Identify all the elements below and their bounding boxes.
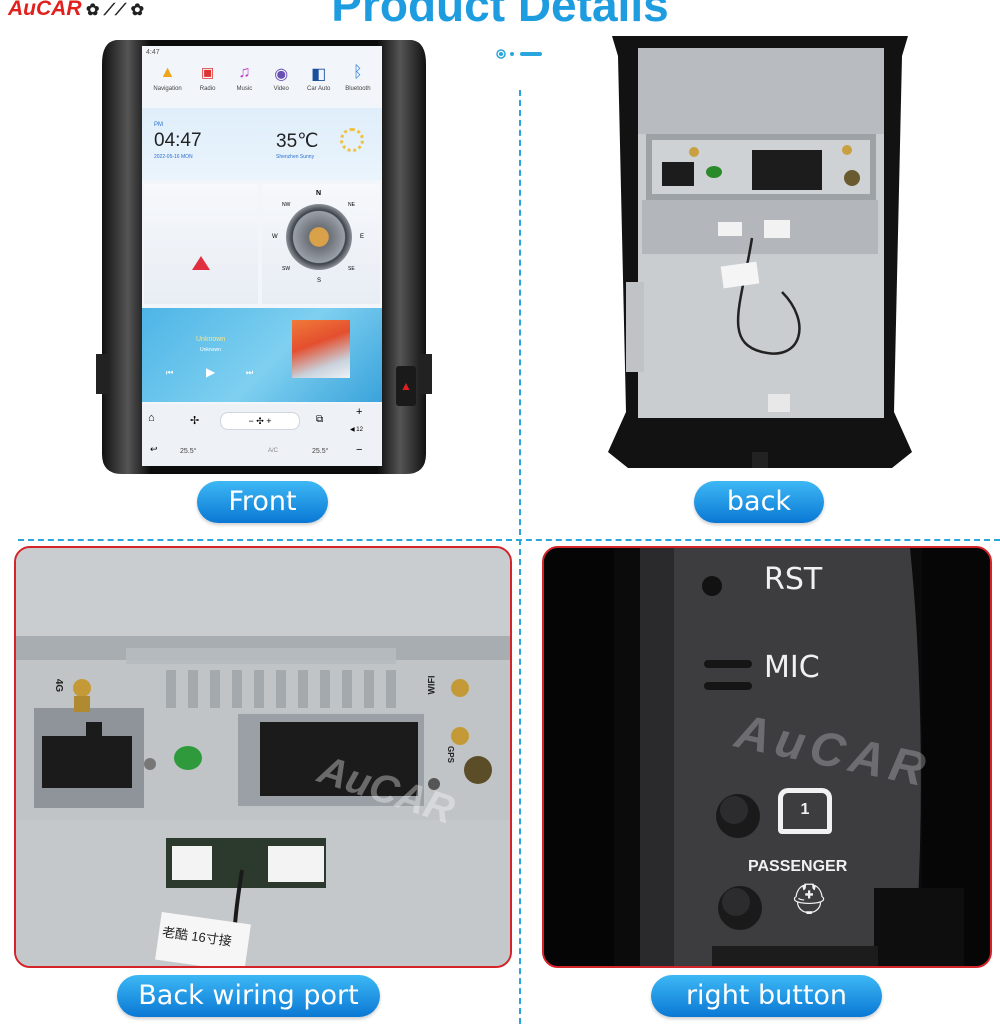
volume-indicator: ◀ 12 <box>350 427 363 433</box>
status-bar: 4:47 <box>146 49 160 56</box>
sun-icon <box>340 128 364 152</box>
window-icon[interactable]: ⧉ <box>316 414 324 425</box>
front-unit-photo: 4:47 ▲Navigation ▣Radio ♫Music ◉Video ◧C… <box>96 34 432 476</box>
back-label: back <box>694 481 824 523</box>
play-icon[interactable]: ▶ <box>206 365 216 379</box>
rst-label: RST <box>764 562 823 597</box>
app-video[interactable]: ◉Video <box>270 64 292 92</box>
front-label: Front <box>197 481 328 523</box>
wiring-label: Back wiring port <box>117 975 380 1017</box>
video-icon: ◉ <box>274 66 289 83</box>
page-title: Product Details <box>331 0 669 31</box>
passenger-airbag-button[interactable] <box>718 886 762 930</box>
right-button-label: right button <box>651 975 882 1017</box>
door-lock-icon: 1 <box>778 788 832 834</box>
hazard-button[interactable]: ▲ <box>396 366 416 406</box>
app-dock: ▲Navigation ▣Radio ♫Music ◉Video ◧Car Au… <box>142 60 382 92</box>
divider-vertical <box>519 90 521 1024</box>
head-unit-screen: 4:47 ▲Navigation ▣Radio ♫Music ◉Video ◧C… <box>142 46 382 466</box>
clock-time: 04:47 <box>154 130 202 151</box>
passenger-label: PASSENGER <box>748 858 848 875</box>
door-lock-button[interactable] <box>716 792 760 836</box>
ac-label[interactable]: A/C <box>268 448 279 454</box>
tag-4g: 4G <box>53 678 65 693</box>
app-car-auto[interactable]: ◧Car Auto <box>307 66 331 92</box>
media-widget[interactable]: Unknown Unknown ⏮ ▶ ⏭ <box>142 308 382 402</box>
prev-track-icon[interactable]: ⏮ <box>166 368 174 377</box>
fan-speed-control[interactable]: − ✣ + <box>220 412 300 430</box>
temperature: 35℃ <box>276 131 319 152</box>
home-icon[interactable]: ⌂ <box>148 412 155 424</box>
compass-dial <box>286 204 352 270</box>
back-icon[interactable]: ↩ <box>150 444 158 454</box>
fan-icon[interactable]: ✢ <box>190 415 200 427</box>
music-icon: ♫ <box>238 64 251 81</box>
app-radio[interactable]: ▣Radio <box>197 64 219 92</box>
carousel-indicator <box>496 47 546 65</box>
bluetooth-icon: ᛒ <box>353 64 363 81</box>
divider-horizontal <box>18 539 1000 541</box>
volume-down-button[interactable]: − <box>356 444 363 456</box>
navigation-widget[interactable] <box>144 184 258 304</box>
app-music[interactable]: ♫Music <box>233 64 255 92</box>
passenger-airbag-icon: ⛑ <box>790 883 829 916</box>
album-art <box>292 320 350 378</box>
next-track-icon[interactable]: ⏭ <box>246 368 254 377</box>
mic-label: MIC <box>764 650 820 685</box>
brand-logo: AuCAR ✿ ⟋⟋ ✿ <box>8 0 145 20</box>
media-title: Unknown <box>196 336 226 343</box>
clock-weather-widget[interactable]: PM 04:47 2022-05-16 MON 35℃ Shenzhen Sun… <box>142 108 382 180</box>
back-unit-photo <box>602 32 918 472</box>
compass-widget[interactable]: N NE E SE S SW W NW <box>262 184 380 304</box>
wiring-port-photo: 4G WIFI GPS AuCAR 老酷 16寸接 <box>14 546 512 968</box>
tag-wifi: WIFI <box>426 675 437 695</box>
app-navigation[interactable]: ▲Navigation <box>153 64 182 92</box>
climate-bar: ⌂ ↩ ✢ − ✣ + ⧉ + ◀ 12 − 25.5° A/C 25.5° <box>142 404 382 466</box>
right-button-photo: RST MIC AuCAR 1 PASSENGER ⛑ <box>542 546 992 968</box>
volume-up-button[interactable]: + <box>356 406 363 418</box>
temp-right: 25.5° <box>312 448 329 455</box>
radio-icon: ▣ <box>200 64 215 80</box>
tag-gps: GPS <box>445 746 455 763</box>
reset-button[interactable] <box>702 576 722 596</box>
microphone <box>704 658 752 692</box>
temp-left: 25.5° <box>180 448 197 455</box>
navigation-icon: ▲ <box>159 64 176 81</box>
location-pin-icon <box>192 256 210 270</box>
car-auto-icon: ◧ <box>311 66 327 83</box>
